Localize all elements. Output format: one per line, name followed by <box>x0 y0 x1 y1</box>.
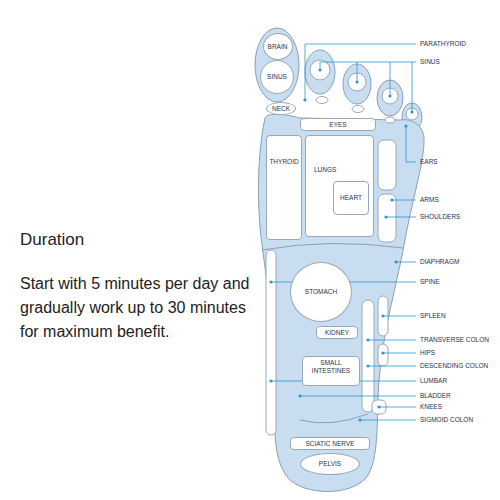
zone-label: THYROID <box>269 158 298 166</box>
diaphragm-line <box>262 243 403 250</box>
leader-line <box>300 396 416 397</box>
zone-box: LUNGS HEART <box>305 135 374 237</box>
leader-line <box>383 353 416 354</box>
leader-dot <box>388 94 391 97</box>
big-toe <box>255 28 299 102</box>
zone-label: HEART <box>340 194 362 202</box>
zone-label: NECK <box>272 105 290 113</box>
part-label: TRANSVERSE COLON <box>420 336 489 344</box>
leader-dot <box>269 280 272 283</box>
leader-line <box>406 126 416 162</box>
leader-dot <box>366 338 369 341</box>
zone-label: LUNGS <box>314 166 336 174</box>
toe-point <box>385 117 395 123</box>
leader-dot <box>390 198 393 201</box>
part-label: SIGMOID COLON <box>420 416 473 424</box>
zone-box: EYES <box>300 118 376 131</box>
leader-line <box>392 200 416 201</box>
zone-box: HEART <box>333 181 369 215</box>
zone-label: SMALL INTESTINES <box>303 359 359 375</box>
zone-box: KIDNEY <box>316 326 358 339</box>
leader-dot <box>318 68 321 71</box>
part-label: SPLEEN <box>420 312 446 320</box>
part-label: ARMS <box>420 196 439 204</box>
zone-label: SCIATIC NERVE <box>305 440 354 448</box>
leader-line <box>360 420 416 421</box>
leader-dot <box>404 124 407 127</box>
part-label: PARATHYROID <box>420 40 466 48</box>
spine-zone <box>266 250 276 435</box>
part-label: BLADDER <box>420 392 451 400</box>
leader-dot <box>355 80 358 83</box>
zone-label: SINUS <box>267 73 287 81</box>
part-label: SINUS <box>420 58 440 66</box>
leader-line <box>379 407 416 408</box>
zone-label: BRAIN <box>268 43 288 51</box>
leader-line <box>320 62 416 112</box>
leader-dot <box>381 314 384 317</box>
heading: Duration <box>20 229 84 251</box>
zone-box: SMALL INTESTINES <box>302 356 360 386</box>
leader-dot <box>377 405 380 408</box>
part-label: SPINE <box>420 278 440 286</box>
colon-zone <box>362 300 374 412</box>
arms-zone <box>378 140 396 190</box>
zone-box: NECK <box>266 102 296 115</box>
shoulders-zone <box>378 194 396 242</box>
leader-line <box>305 44 416 100</box>
part-label: HIPS <box>420 349 435 357</box>
leader-line <box>368 340 416 341</box>
part-label: DIAPHRAGM <box>420 258 459 266</box>
leader-line <box>368 366 416 367</box>
part-label: EARS <box>420 158 438 166</box>
leader-dot <box>358 418 361 421</box>
zone-label: STOMACH <box>305 288 337 296</box>
sigmoid-line <box>300 414 368 423</box>
part-label: KNEES <box>420 403 442 411</box>
leader-line <box>386 217 416 218</box>
part-label: DESCENDING COLON <box>420 362 488 370</box>
leader-dot <box>269 379 272 382</box>
foot-outline <box>258 114 424 491</box>
leader-dot <box>298 394 301 397</box>
zone-box: SCIATIC NERVE <box>290 437 370 450</box>
toe-point <box>352 106 364 113</box>
zone-box: PELVIS <box>300 453 360 475</box>
zone-box: STOMACH <box>290 262 352 322</box>
zone-label: KIDNEY <box>325 329 349 337</box>
part-label: LUMBAR <box>420 377 447 385</box>
zone-box: SINUS <box>260 60 294 94</box>
zone-label: EYES <box>329 121 346 129</box>
leader-dot <box>381 351 384 354</box>
toe <box>305 50 335 94</box>
leader-dot <box>366 364 369 367</box>
zone-box: BRAIN <box>263 33 293 60</box>
leader-dot <box>384 215 387 218</box>
leader-line <box>396 262 416 263</box>
zone-box: THYROID <box>266 135 302 240</box>
part-label: SHOULDERS <box>420 213 460 221</box>
toe-point <box>316 97 328 104</box>
body-text: Start with 5 minutes per day and gradual… <box>20 272 252 344</box>
leader-dot <box>410 110 413 113</box>
zone-label: PELVIS <box>319 460 341 468</box>
leader-line <box>383 316 416 317</box>
leader-dot <box>394 260 397 263</box>
leader-dot <box>303 98 306 101</box>
hips-zone <box>378 344 388 366</box>
